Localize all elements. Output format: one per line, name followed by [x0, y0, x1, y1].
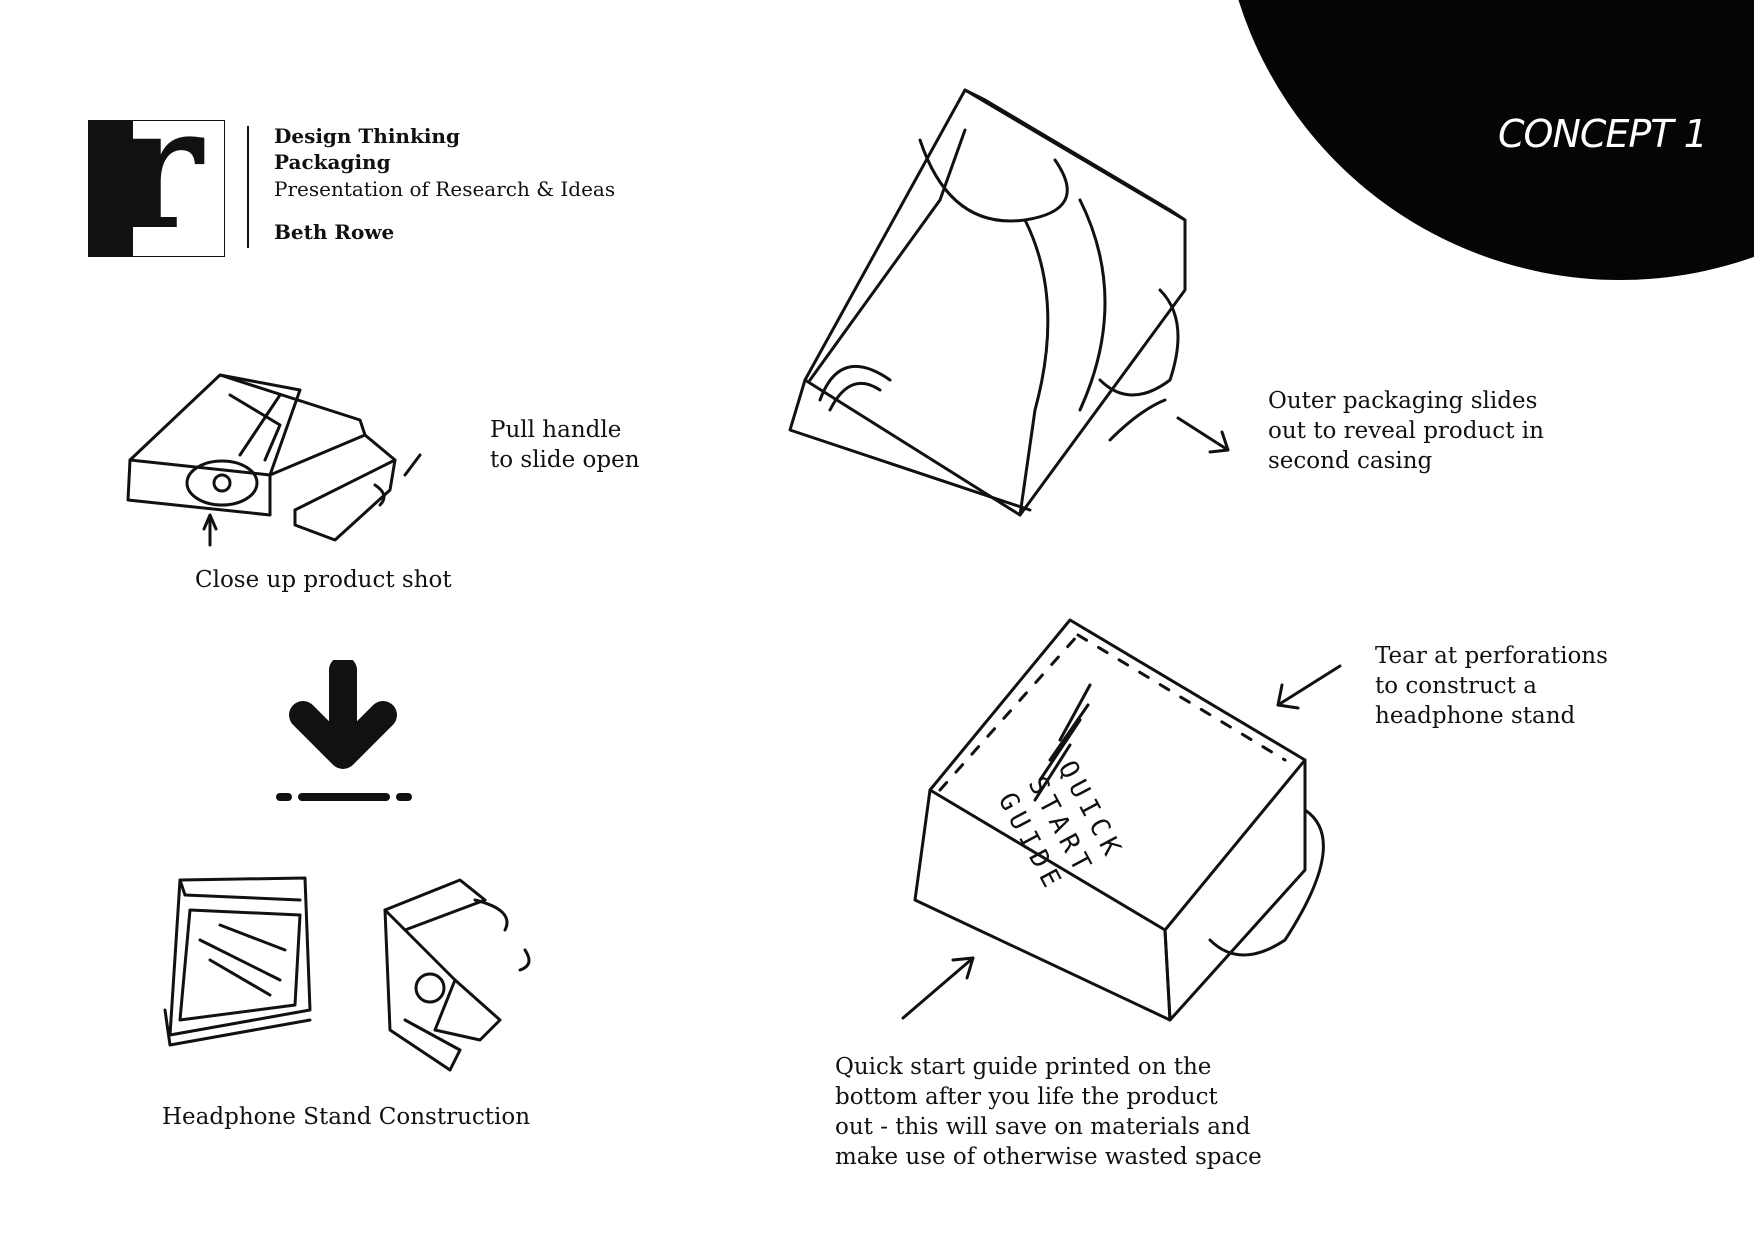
caption-stand-construction: Headphone Stand Construction	[162, 1104, 531, 1130]
header-title-line1: Design Thinking	[274, 124, 460, 148]
quick-start-arrow	[901, 956, 975, 1020]
outer-packaging-arrow	[1176, 416, 1230, 454]
concept-badge	[1238, 0, 1754, 280]
logo-letter: r	[113, 120, 203, 257]
caption-tear-perforations: Tear at perforations to construct a head…	[1375, 643, 1608, 729]
header-subtitle: Presentation of Research & Ideas	[274, 177, 616, 201]
caption-quick-start: Quick start guide printed on the bottom …	[835, 1054, 1262, 1170]
caption-close-up: Close up product shot	[195, 567, 452, 593]
logo: r	[88, 120, 225, 257]
stand-assembled-sketch	[383, 878, 531, 1072]
quick-start-box-sketch	[913, 618, 1325, 1022]
header-title-line2: Packaging	[274, 150, 391, 174]
caption-pull-handle: Pull handle to slide open	[490, 417, 640, 473]
concept-label: CONCEPT 1	[1498, 112, 1708, 156]
header-divider	[247, 126, 249, 248]
product-closeup-sketch	[126, 373, 422, 547]
header-author: Beth Rowe	[274, 220, 395, 244]
stand-panel-sketch	[163, 876, 312, 1047]
download-arrow-icon	[276, 660, 412, 801]
tear-arrow	[1276, 664, 1342, 710]
outer-packaging-sketch	[788, 88, 1187, 517]
caption-outer-packaging: Outer packaging slides out to reveal pro…	[1268, 388, 1544, 474]
